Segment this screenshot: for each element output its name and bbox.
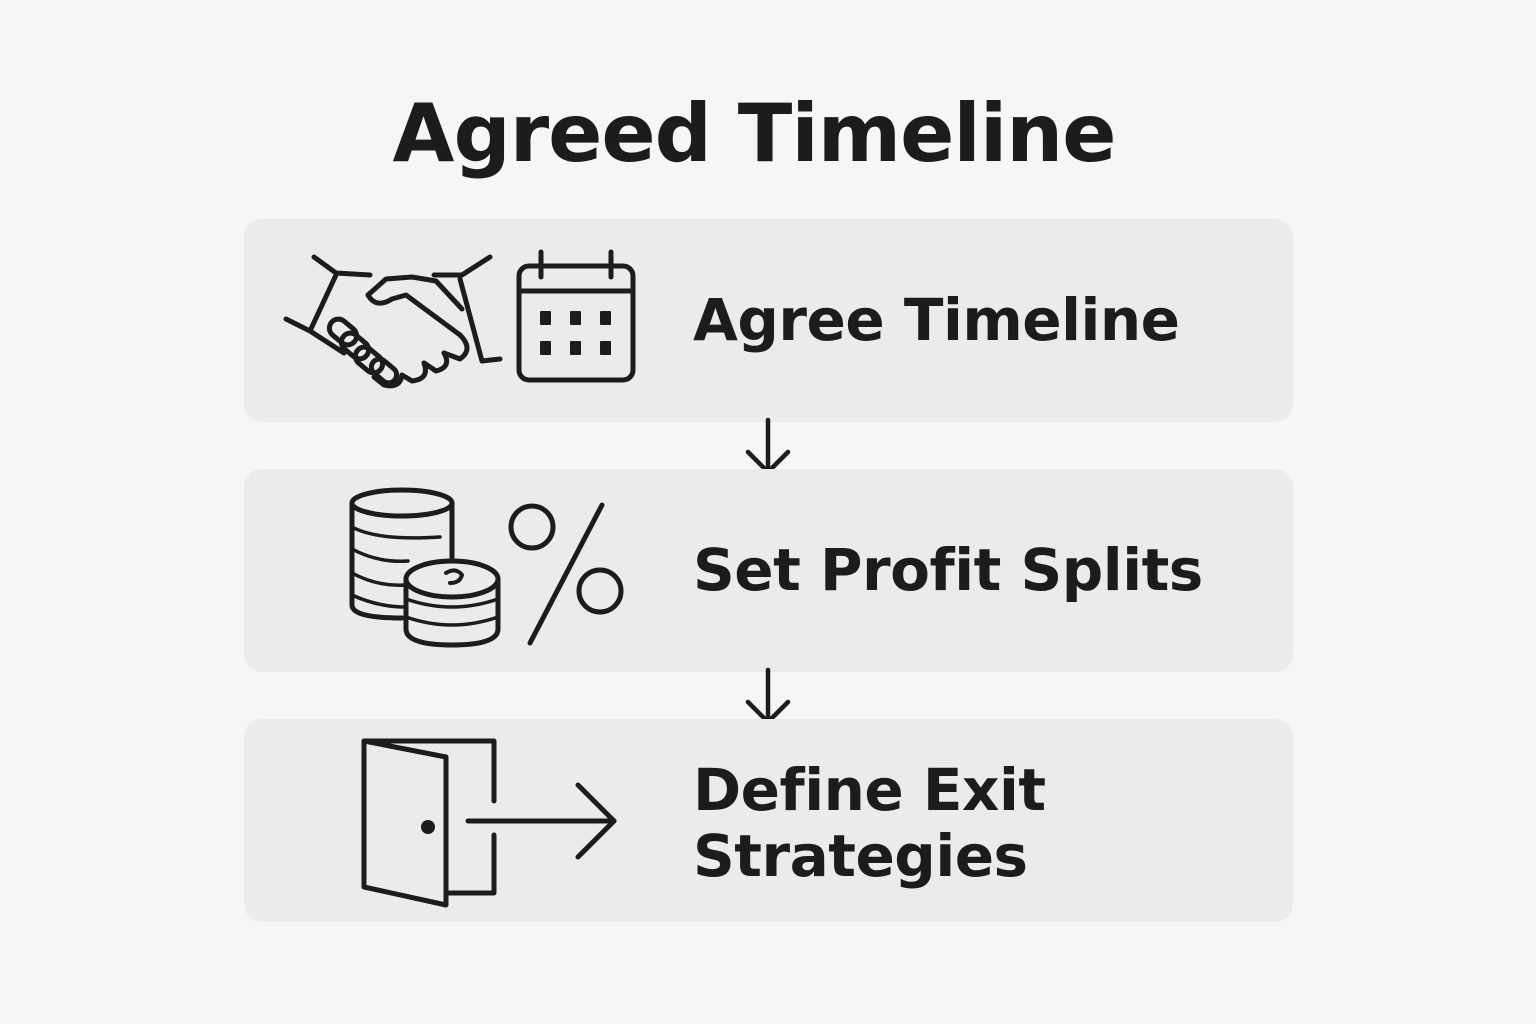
step-label-set-profit-splits: Set Profit Splits bbox=[693, 536, 1203, 604]
step-label-agree-timeline: Agree Timeline bbox=[693, 286, 1180, 354]
coins-icon bbox=[349, 487, 501, 648]
diagram-title: Agreed Timeline bbox=[392, 87, 1117, 180]
door-exit-icon bbox=[361, 738, 617, 908]
step-card-define-exit-strategies: Define Exit Strategies bbox=[244, 719, 1293, 922]
calendar-icon bbox=[516, 249, 636, 383]
step-card-set-profit-splits: Set Profit Splits bbox=[244, 469, 1293, 672]
arrow-down-icon bbox=[745, 417, 791, 475]
step-card-agree-timeline: Agree Timeline bbox=[244, 219, 1293, 422]
step-label-define-exit-strategies: Define Exit Strategies bbox=[693, 756, 1046, 890]
handshake-icon bbox=[283, 254, 503, 389]
arrow-down-icon bbox=[745, 667, 791, 725]
percent-icon bbox=[508, 502, 624, 646]
